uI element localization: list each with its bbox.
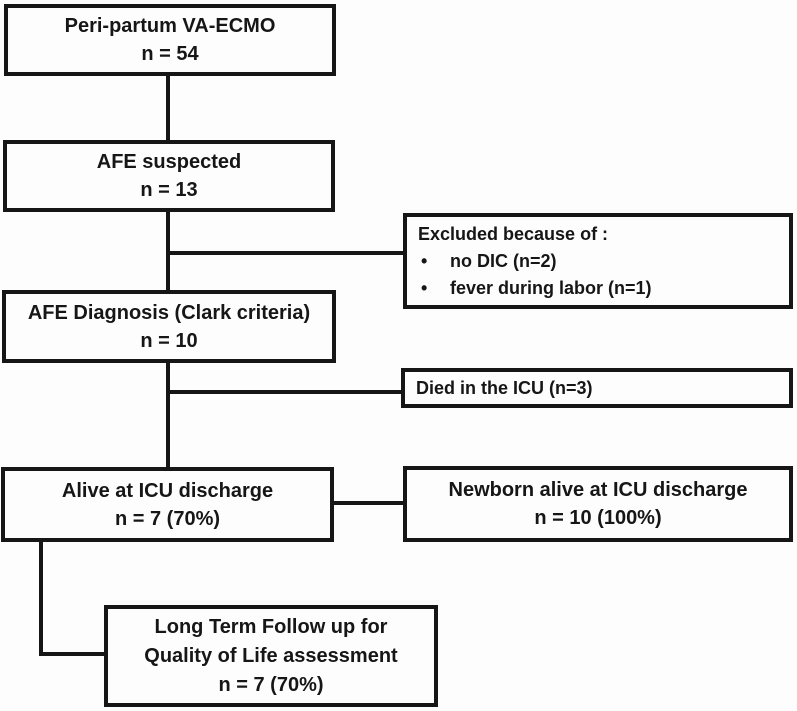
node-count: n = 10 [140,329,198,352]
node-title2: Quality of Life assessment [144,644,398,667]
node-count: n = 13 [140,179,198,201]
node-title: AFE Diagnosis (Clark criteria) [27,301,311,324]
node-long-term-follow-up: Long Term Follow up for Quality of Life … [104,605,438,707]
bullet-icon: • [421,250,428,271]
connector-branch-to-died [168,390,403,394]
node-afe-diagnosis: AFE Diagnosis (Clark criteria) n = 10 [2,290,336,363]
excluded-item: • fever during labor (n=1) [418,275,652,302]
excluded-item-text: no DIC (n=2) [450,250,557,271]
node-count: n = 10 (100%) [534,507,662,529]
node-title: AFE suspected [96,151,242,173]
node-title: Long Term Follow up for [154,615,388,638]
node-title: Peri-partum VA-ECMO [64,15,276,37]
node-afe-suspected: AFE suspected n = 13 [3,140,335,212]
node-excluded: Excluded because of : • no DIC (n=2) • f… [403,213,793,309]
bullet-icon: • [421,277,428,298]
connector-branch-to-excluded [168,251,405,255]
node-count: n = 7 (70%) [218,673,324,696]
node-title: Alive at ICU discharge [61,479,274,502]
connector-to-longterm [39,652,107,656]
node-count: n = 7 (70%) [114,507,221,530]
connector-diagnosis-to-alive [166,361,170,469]
excluded-item: • no DIC (n=2) [418,248,557,275]
connector-alive-to-newborn [332,501,405,505]
node-died-in-icu: Died in the ICU (n=3) [401,368,793,408]
connector-ecmo-to-suspected [166,74,170,144]
node-peri-partum-va-ecmo: Peri-partum VA-ECMO n = 54 [4,4,336,76]
node-alive-at-icu-discharge: Alive at ICU discharge n = 7 (70%) [1,467,334,542]
node-title: Newborn alive at ICU discharge [448,479,748,501]
node-count: n = 54 [141,43,199,65]
connector-alive-down [39,540,43,656]
node-title: Died in the ICU (n=3) [416,377,593,398]
node-newborn-alive: Newborn alive at ICU discharge n = 10 (1… [403,466,793,542]
excluded-header: Excluded because of : [418,223,609,244]
excluded-item-text: fever during labor (n=1) [450,277,652,298]
